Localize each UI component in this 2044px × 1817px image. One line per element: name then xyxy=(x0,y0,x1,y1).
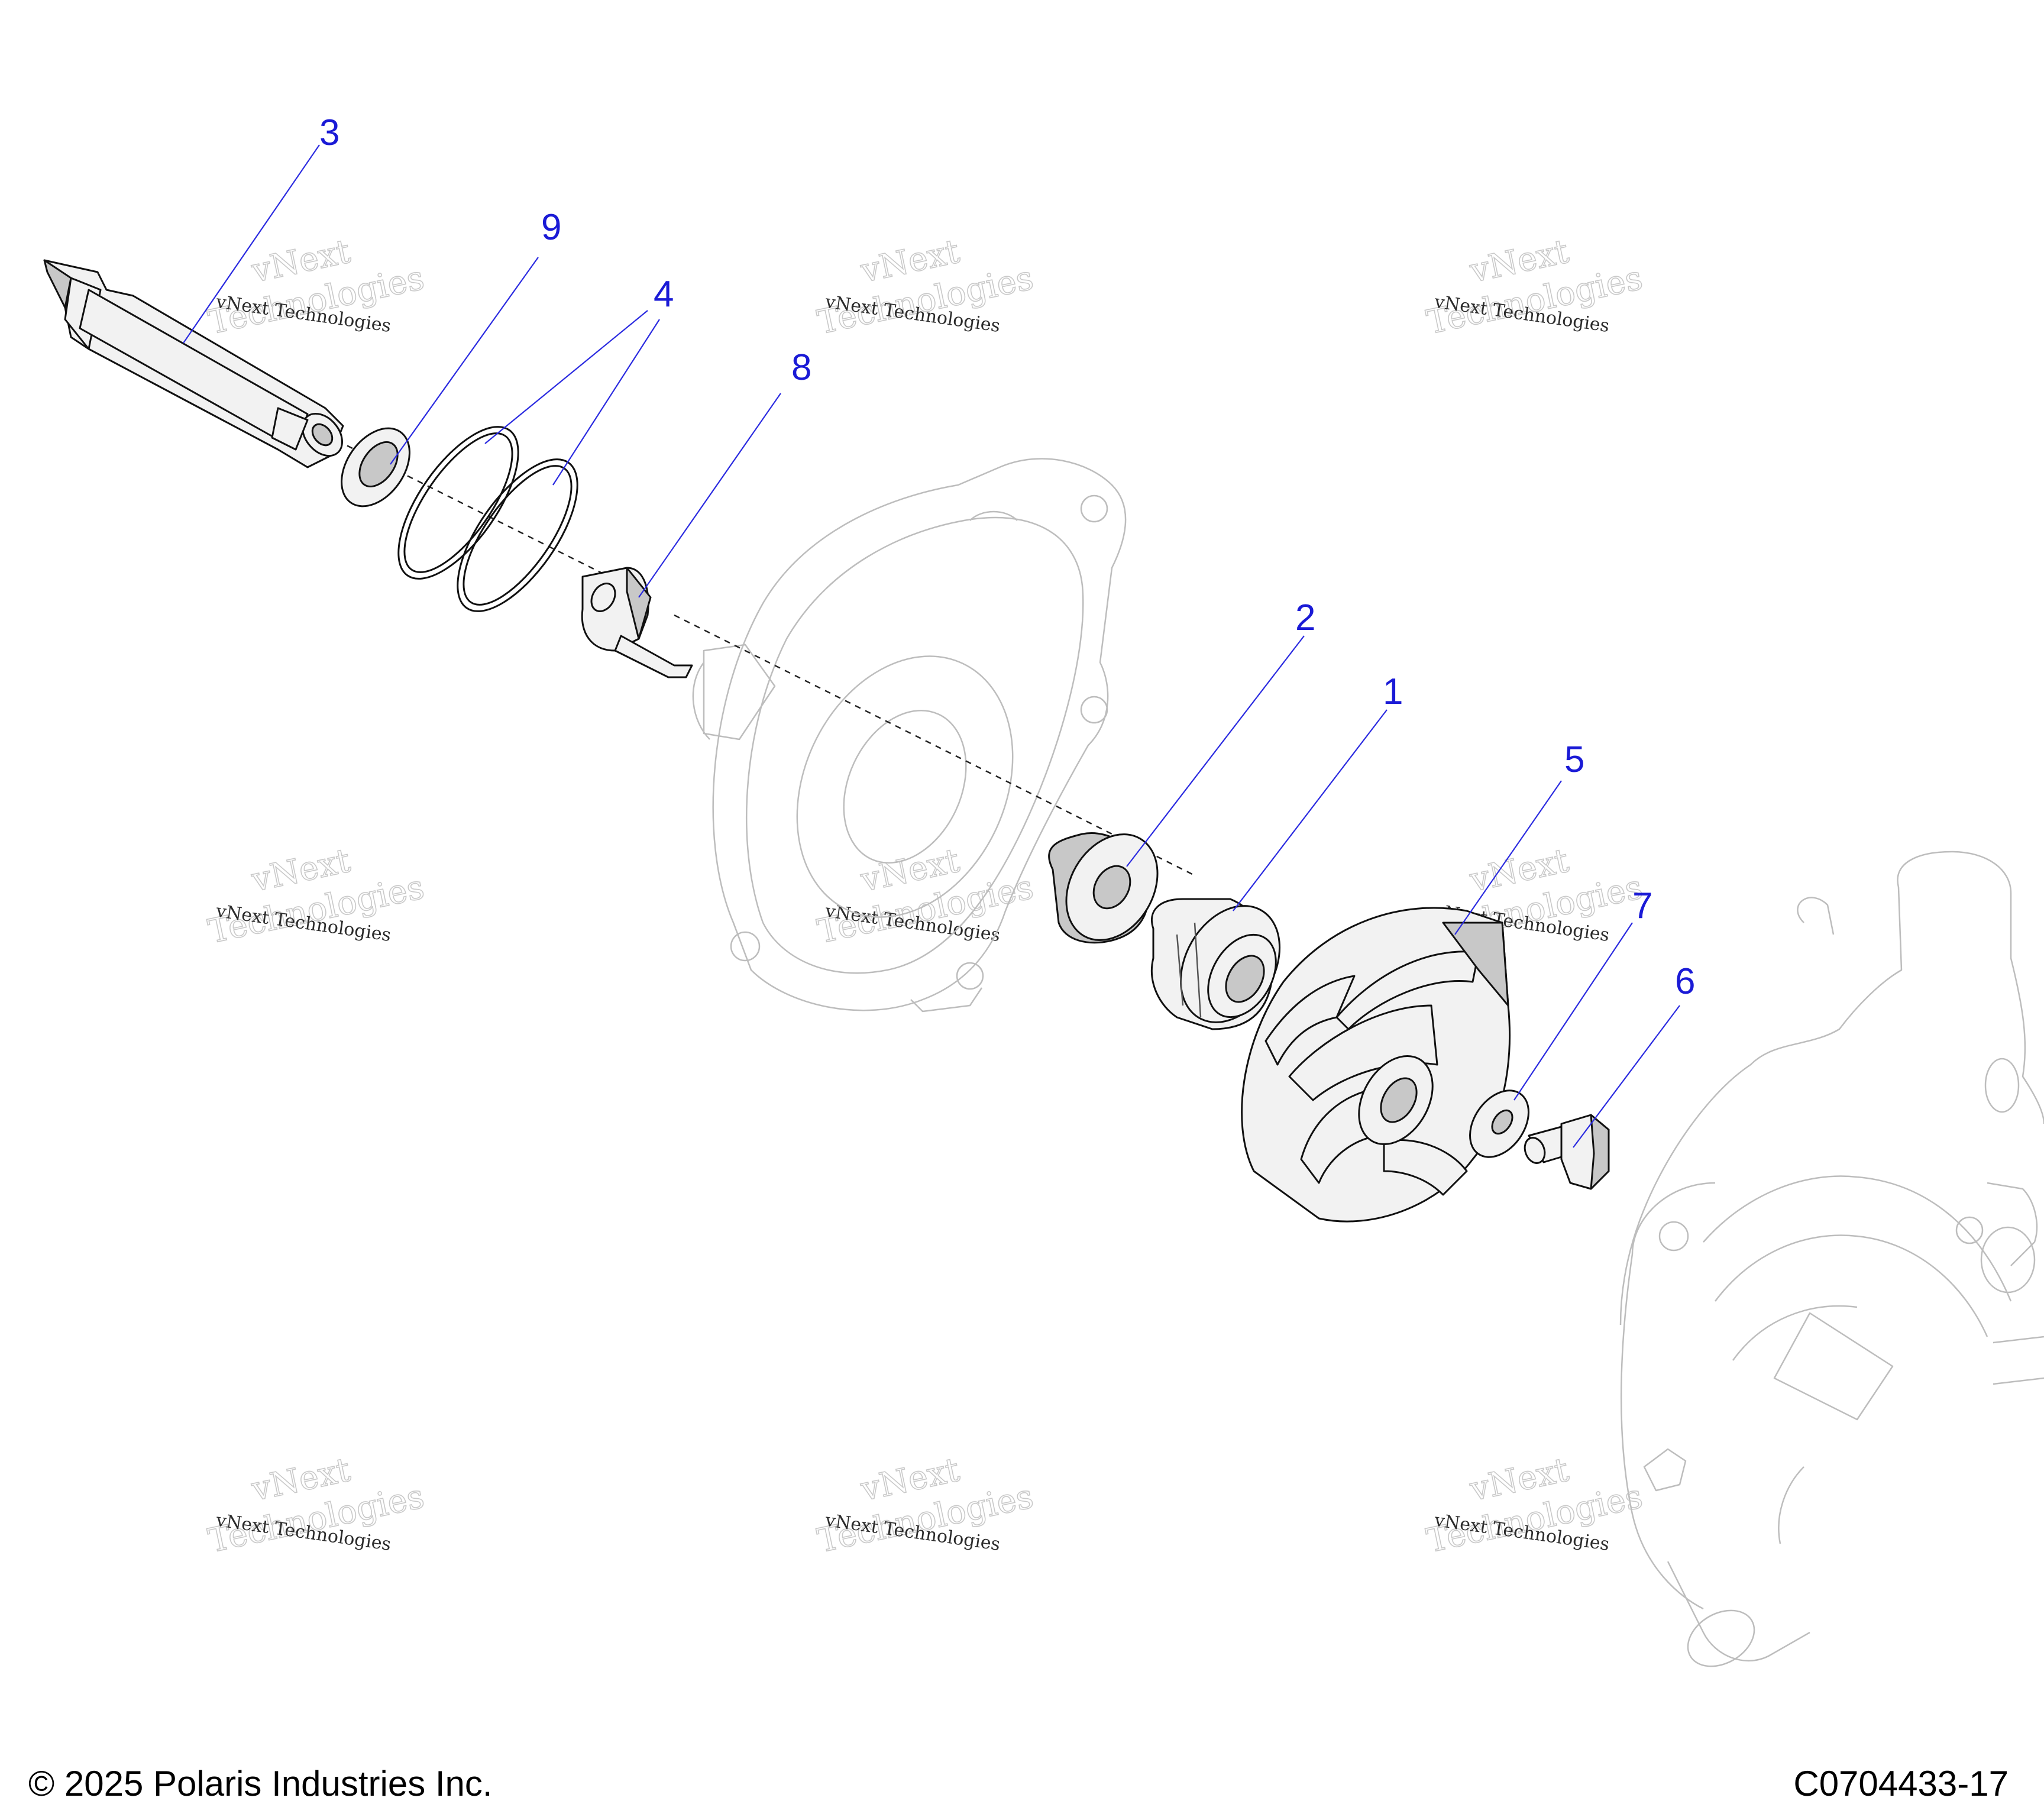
assembly-axis xyxy=(337,439,1195,877)
watermark: Technologies vNext vNext Technologies xyxy=(1423,1450,1647,1561)
part-1-mechanical-seal xyxy=(1150,898,1281,1030)
ghost-pump-housing xyxy=(1619,851,2044,1667)
watermark: Technologies vNext vNext Technologies xyxy=(814,232,1037,342)
part-6-bolt xyxy=(1524,1114,1610,1190)
ghost-pump-cover xyxy=(692,458,1127,1013)
watermark: Technologies vNext vNext Technologies xyxy=(1423,232,1647,342)
callout-8: 8 xyxy=(791,347,811,388)
callout-4: 4 xyxy=(654,274,674,315)
leader-line-5 xyxy=(1454,780,1562,935)
callout-9: 9 xyxy=(541,207,561,248)
callout-3: 3 xyxy=(319,112,339,153)
leader-line-3 xyxy=(183,144,320,344)
watermark: Technologies vNext vNext Technologies xyxy=(205,841,428,952)
leader-line-6 xyxy=(1573,1005,1680,1148)
leader-line-1 xyxy=(1233,709,1388,911)
part-8-seal-clip xyxy=(581,567,693,678)
part-9-washer xyxy=(341,427,410,507)
part-2-bearing xyxy=(1048,832,1159,944)
leader-lines xyxy=(183,144,1680,1148)
part-5-impeller xyxy=(1241,907,1511,1223)
part-7-washer xyxy=(1469,1089,1529,1158)
callout-2: 2 xyxy=(1295,597,1315,638)
diagram-code: C0704433-17 xyxy=(1793,1764,2009,1803)
watermark-group: Technologies vNext vNext Technologies Te… xyxy=(205,232,1647,1561)
callout-5: 5 xyxy=(1564,739,1584,780)
callout-7: 7 xyxy=(1632,885,1652,926)
watermark: Technologies vNext vNext Technologies xyxy=(205,232,428,342)
callout-1: 1 xyxy=(1383,671,1403,712)
leader-line-7 xyxy=(1513,922,1633,1101)
copyright-text: © 2025 Polaris Industries Inc. xyxy=(28,1764,493,1803)
callout-6: 6 xyxy=(1675,961,1695,1002)
watermark: Technologies vNext vNext Technologies xyxy=(814,1450,1037,1561)
part-3-shaft xyxy=(43,259,344,468)
leader-line-2 xyxy=(1126,635,1305,867)
leader-line-4a xyxy=(484,310,648,444)
leader-line-9 xyxy=(390,257,539,465)
leader-line-4b xyxy=(552,319,660,486)
watermark: Technologies vNext vNext Technologies xyxy=(205,1450,428,1561)
leader-line-8 xyxy=(638,393,781,598)
part-4-o-rings xyxy=(397,426,578,612)
callouts: 3 9 4 8 2 1 5 7 6 xyxy=(319,112,1695,1002)
